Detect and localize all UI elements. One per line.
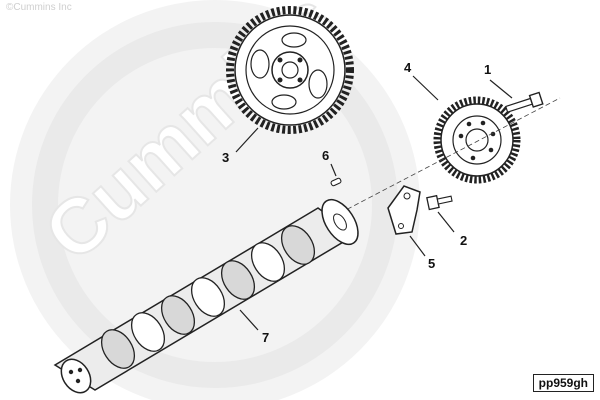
- callout-6: 6: [322, 148, 330, 163]
- callout-3: 3: [222, 150, 230, 165]
- callout-1: 1: [484, 62, 492, 77]
- reference-code: pp959gh: [532, 374, 594, 392]
- watermark: Cummins: [10, 0, 420, 400]
- idler-gear: [433, 96, 521, 184]
- gear-bolt: [505, 91, 544, 113]
- assembly-axis: [339, 97, 561, 214]
- thrust-plate: [387, 185, 421, 235]
- cap-screw: [426, 194, 453, 211]
- camshaft: [53, 198, 359, 394]
- camshaft-gear: [226, 6, 354, 134]
- leader-lines: [235, 75, 513, 331]
- callout-5: 5: [428, 256, 436, 271]
- callout-4: 4: [404, 60, 412, 75]
- callout-2: 2: [460, 233, 468, 248]
- copyright-text: ©Cummins Inc: [6, 2, 72, 13]
- dowel-pin: [330, 177, 342, 187]
- callout-7: 7: [262, 330, 270, 345]
